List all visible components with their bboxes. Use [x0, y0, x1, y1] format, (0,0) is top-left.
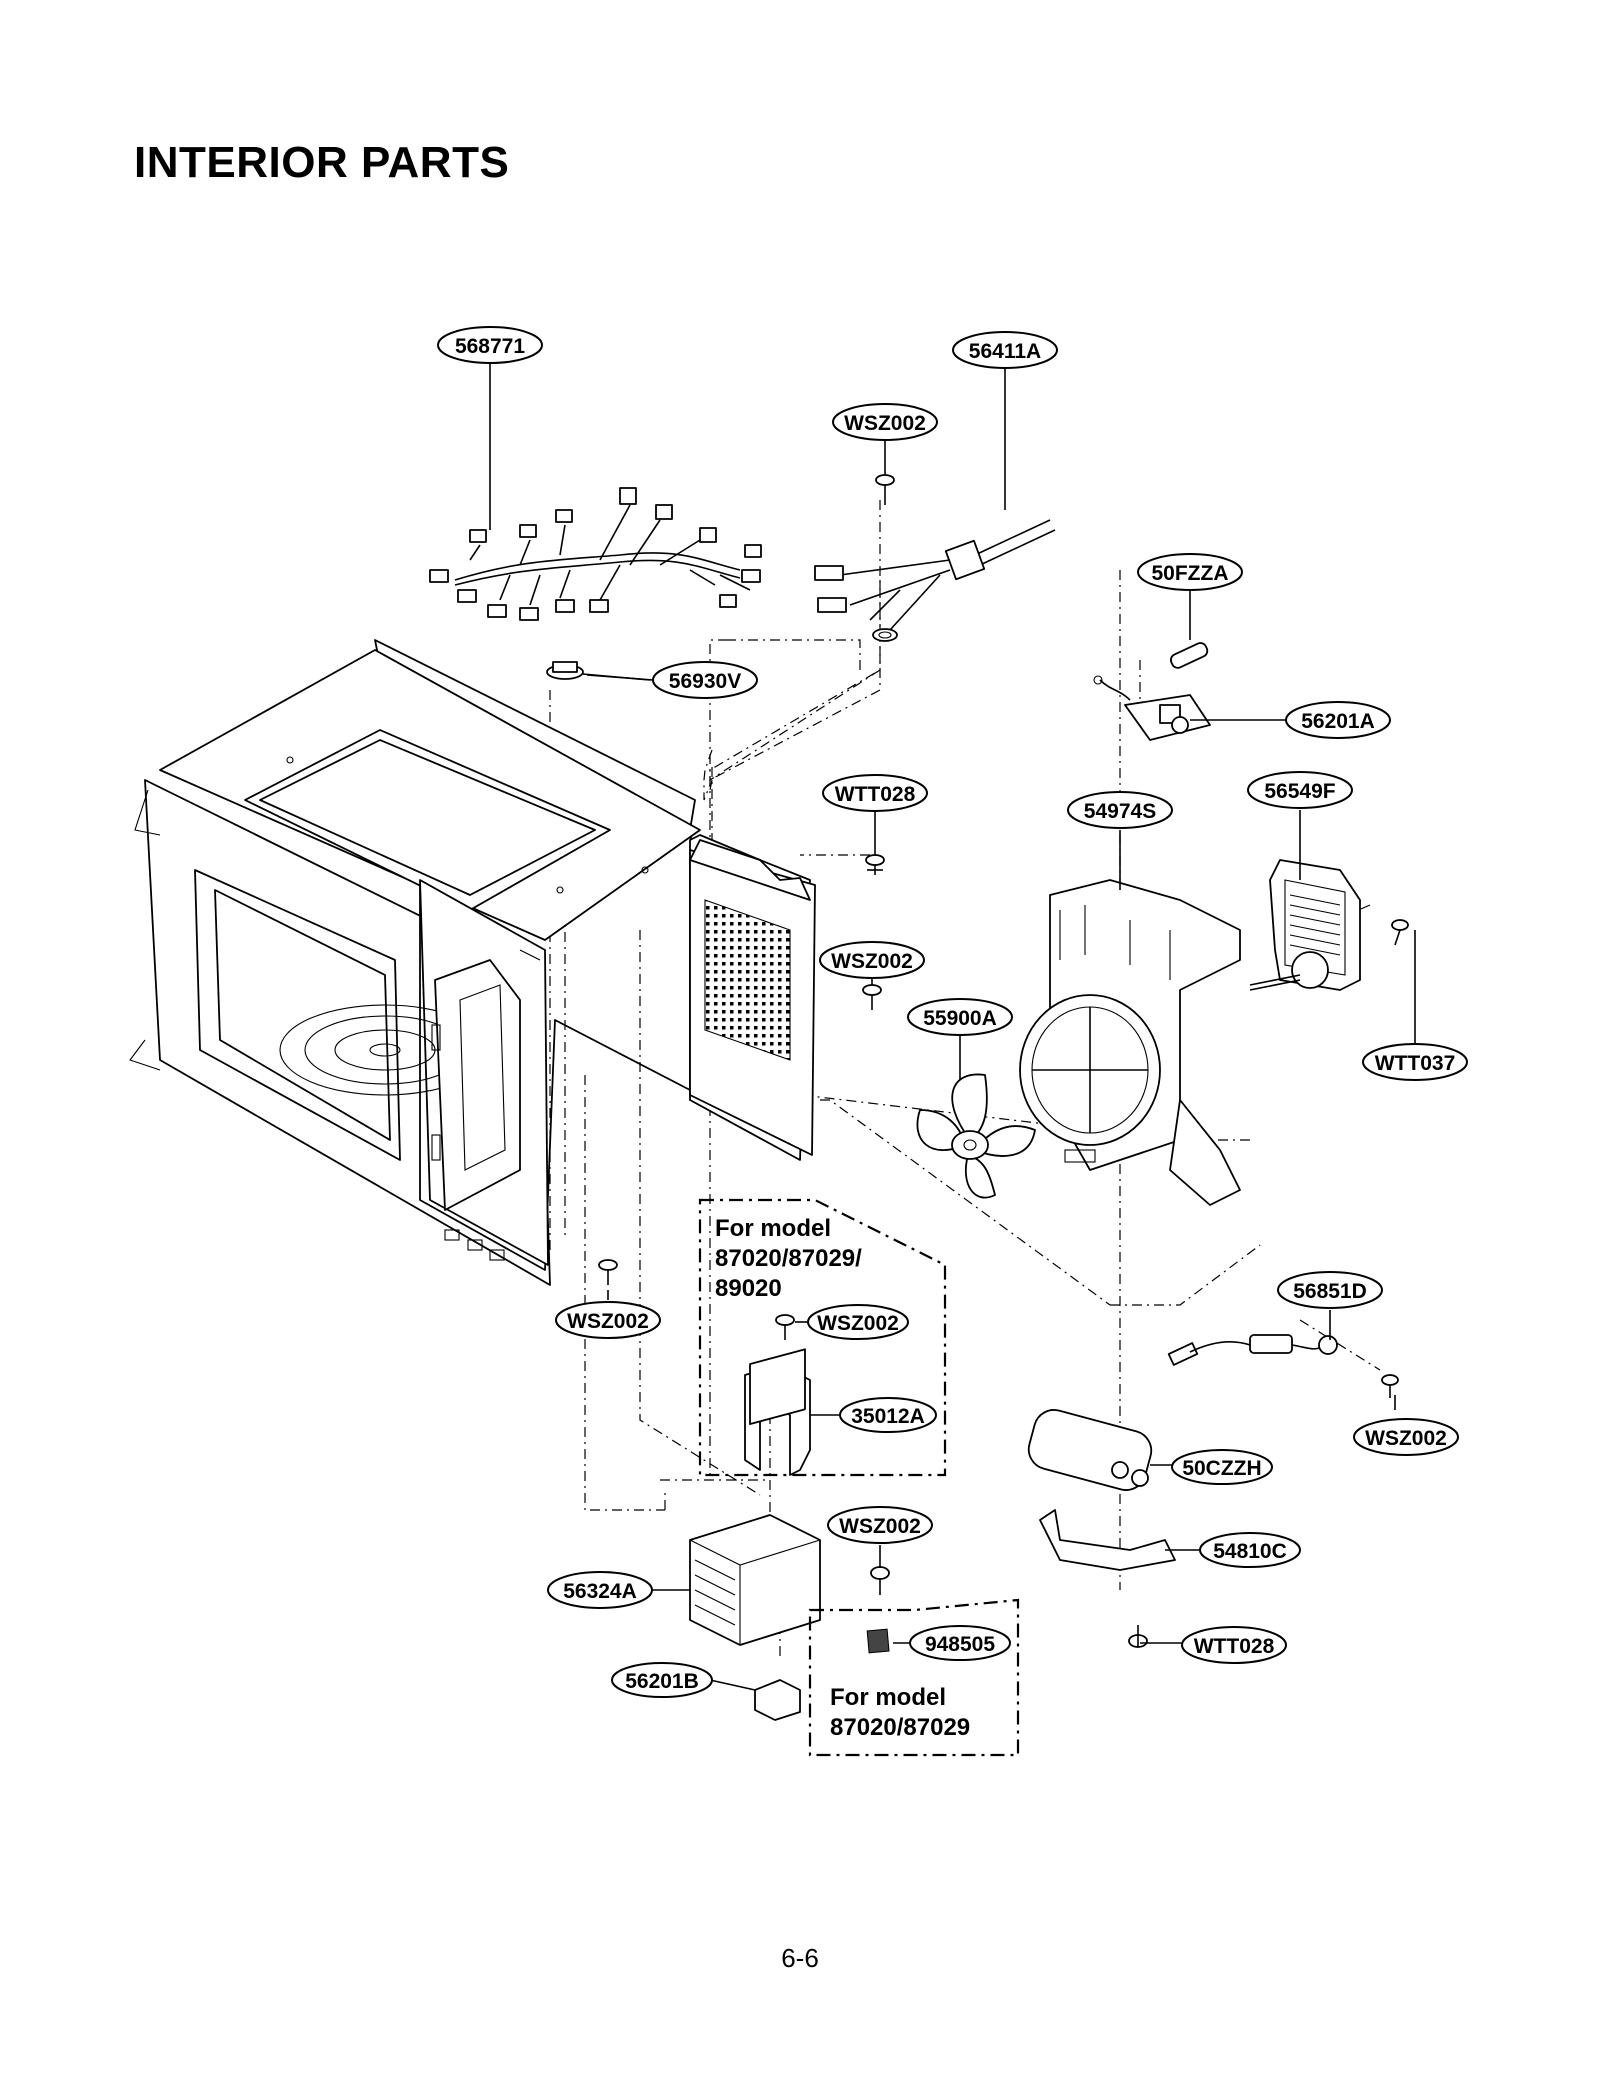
callout-50CZZH: 50CZZH [1171, 1449, 1273, 1485]
callout-50FZZA: 50FZZA [1137, 553, 1243, 591]
callout-wtt028-mid: WTT028 [822, 774, 928, 812]
svg-text:89020: 89020 [715, 1275, 782, 1302]
svg-text:50CZZH: 50CZZH [1182, 1457, 1261, 1480]
svg-text:56201B: 56201B [625, 1670, 699, 1693]
fan-motor [1249, 859, 1361, 991]
callout-56201B: 56201B [611, 1662, 713, 1698]
svg-text:For model: For model [830, 1684, 946, 1711]
callout-56851D: 56851D [1277, 1271, 1383, 1309]
screw-wtt037 [1391, 919, 1409, 946]
svg-text:WTT028: WTT028 [1194, 1635, 1275, 1658]
svg-text:WSZ002: WSZ002 [817, 1312, 899, 1335]
leader-lines [489, 360, 1416, 1691]
page-title: INTERIOR PARTS [134, 138, 510, 187]
gasket-948505 [866, 1628, 890, 1654]
svg-text:87020/87029: 87020/87029 [830, 1714, 970, 1741]
svg-text:54974S: 54974S [1084, 800, 1156, 823]
callout-54974S: 54974S [1067, 791, 1173, 829]
svg-text:56930V: 56930V [669, 670, 741, 693]
model-note-box-2 [808, 1598, 1020, 1757]
svg-text:87020/87029/: 87020/87029/ [715, 1245, 862, 1272]
svg-text:56411A: 56411A [969, 340, 1041, 363]
callout-wsz002-right: WSZ002 [1353, 1418, 1459, 1456]
callout-35012A: 35012A [839, 1397, 937, 1433]
power-cord-harness [814, 519, 1056, 642]
model-note-2: For model 87020/87029 [830, 1684, 970, 1741]
callout-wsz002-left: WSZ002 [555, 1301, 661, 1339]
svg-text:WSZ002: WSZ002 [567, 1310, 649, 1333]
svg-text:50FZZA: 50FZZA [1151, 562, 1228, 585]
callout-56930V: 56930V [652, 661, 758, 699]
screw-wsz002-top [875, 474, 895, 505]
callout-55900A: 55900A [907, 998, 1013, 1036]
screw-wtt028-mid [865, 854, 885, 875]
svg-text:35012A: 35012A [851, 1405, 925, 1428]
fan-blade [916, 1073, 1036, 1199]
svg-text:WSZ002: WSZ002 [839, 1515, 921, 1538]
page-number: 6-6 [781, 1943, 819, 1973]
svg-text:WSZ002: WSZ002 [1365, 1427, 1447, 1450]
callout-56324A: 56324A [547, 1571, 653, 1609]
capacitor-bracket [1039, 1509, 1176, 1571]
callout-568771: 568771 [437, 326, 543, 364]
oven-cavity [129, 639, 701, 1286]
svg-text:WTT028: WTT028 [835, 783, 916, 806]
screw-wsz002-box [775, 1314, 795, 1340]
magnetron [689, 1348, 821, 1646]
svg-text:948505: 948505 [925, 1633, 995, 1656]
noise-filter-board [1093, 675, 1211, 741]
callout-948505: 948505 [909, 1625, 1011, 1661]
svg-text:54810C: 54810C [1213, 1540, 1287, 1563]
screws [598, 474, 1409, 1648]
svg-text:56201A: 56201A [1301, 710, 1375, 733]
wire-harness [429, 487, 762, 621]
screw-wsz002-right [1381, 1374, 1399, 1398]
back-plate [689, 834, 816, 1161]
screw-wsz002-mid [862, 984, 882, 1010]
callout-wtt028-low: WTT028 [1181, 1626, 1287, 1664]
callout-56411A: 56411A [952, 331, 1058, 369]
svg-text:56851D: 56851D [1293, 1280, 1367, 1303]
screw-wsz002-left [598, 1259, 618, 1285]
svg-text:568771: 568771 [455, 335, 525, 358]
part-56201B [754, 1679, 801, 1721]
callout-wsz002-top: WSZ002 [832, 403, 938, 441]
callout-56201A: 56201A [1285, 701, 1391, 739]
capacitor [1027, 1409, 1153, 1491]
callout-wtt037: WTT037 [1362, 1043, 1468, 1081]
fuse [1169, 642, 1209, 669]
model-note-box-1 [698, 1198, 947, 1477]
callout-54810C: 54810C [1199, 1532, 1301, 1568]
svg-text:56324A: 56324A [563, 1580, 637, 1603]
screw-wsz002-low [870, 1566, 890, 1595]
diode-56851D [1167, 1334, 1338, 1366]
svg-text:WSZ002: WSZ002 [831, 950, 913, 973]
air-guide [1019, 879, 1241, 1206]
svg-text:WTT037: WTT037 [1375, 1052, 1456, 1075]
svg-text:56549F: 56549F [1264, 780, 1335, 803]
callout-wsz002-mid: WSZ002 [819, 941, 925, 979]
model-note-1: For model 87020/87029/ 89020 [715, 1215, 862, 1302]
callout-wsz002-low: WSZ002 [827, 1506, 933, 1544]
callout-56549F: 56549F [1247, 771, 1353, 809]
callout-wsz002-box: WSZ002 [807, 1304, 909, 1340]
screw-wtt028-low [1128, 1625, 1148, 1648]
svg-text:WSZ002: WSZ002 [844, 412, 926, 435]
svg-text:For model: For model [715, 1215, 831, 1242]
svg-text:55900A: 55900A [923, 1007, 997, 1030]
thermal-cutout [546, 661, 651, 681]
